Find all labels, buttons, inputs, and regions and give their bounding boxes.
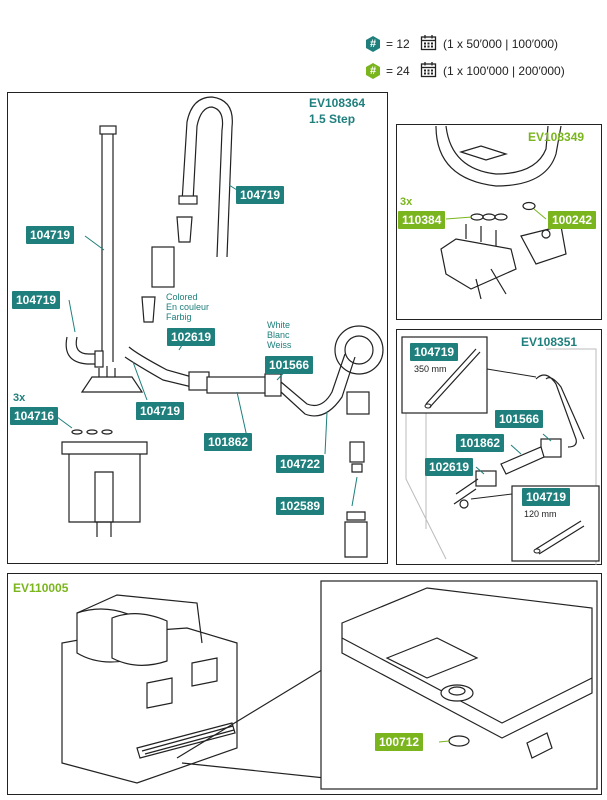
kit-code: EV108349 xyxy=(528,130,585,144)
part-label: 104719 xyxy=(136,402,185,420)
part-label: 101862 xyxy=(456,434,505,452)
kit-sub: 1.5 Step xyxy=(309,112,356,126)
calendar-icon xyxy=(420,35,437,51)
calendar-icon xyxy=(420,62,437,78)
part-label: 101566 xyxy=(265,356,314,374)
top-right-drawing xyxy=(435,125,567,300)
part-label: 104719 xyxy=(236,186,285,204)
panel-bottom xyxy=(7,573,602,795)
part-label: 102589 xyxy=(276,497,325,515)
kit-code: EV110005 xyxy=(13,581,69,595)
panel-mid-right xyxy=(396,329,602,565)
part-label: 104719 xyxy=(12,291,61,309)
legend-period: (1 x 50′000 | 100′000) xyxy=(443,37,559,51)
length-label: 120 mm xyxy=(524,509,557,519)
legend-symbol: # xyxy=(369,38,377,50)
kit-code: EV108364 xyxy=(309,96,366,110)
legend-period: (1 x 100′000 | 200′000) xyxy=(443,64,565,78)
white-note: White Blanc Weiss xyxy=(267,320,292,350)
part-label: 104719 xyxy=(410,343,459,361)
part-label: 102619 xyxy=(425,458,474,476)
legend-count: = 24 xyxy=(386,64,410,78)
multiplier: 3x xyxy=(400,196,413,208)
part-label: 101566 xyxy=(495,410,544,428)
part-label: 104719 xyxy=(26,226,75,244)
bottom-drawing xyxy=(61,580,598,790)
panel-top-right xyxy=(396,124,602,320)
part-label: 102619 xyxy=(167,328,216,346)
legend-symbol: # xyxy=(369,65,377,77)
legend-count: = 12 xyxy=(386,37,410,51)
part-label: 104719 xyxy=(522,488,571,506)
colored-note: Colored En couleur Farbig xyxy=(166,292,210,322)
kit-code: EV108351 xyxy=(521,335,578,349)
part-label: 100712 xyxy=(375,733,424,751)
part-label: 101862 xyxy=(204,433,253,451)
part-label: 110384 xyxy=(398,211,446,229)
multiplier: 3x xyxy=(13,392,26,404)
panel-main xyxy=(7,92,388,564)
part-label: 104722 xyxy=(276,455,325,473)
hex-badge-icon xyxy=(366,36,380,52)
length-label: 350 mm xyxy=(414,364,447,374)
part-label: 104716 xyxy=(10,407,59,425)
part-label: 100242 xyxy=(548,211,597,229)
hex-badge-icon xyxy=(366,63,380,79)
